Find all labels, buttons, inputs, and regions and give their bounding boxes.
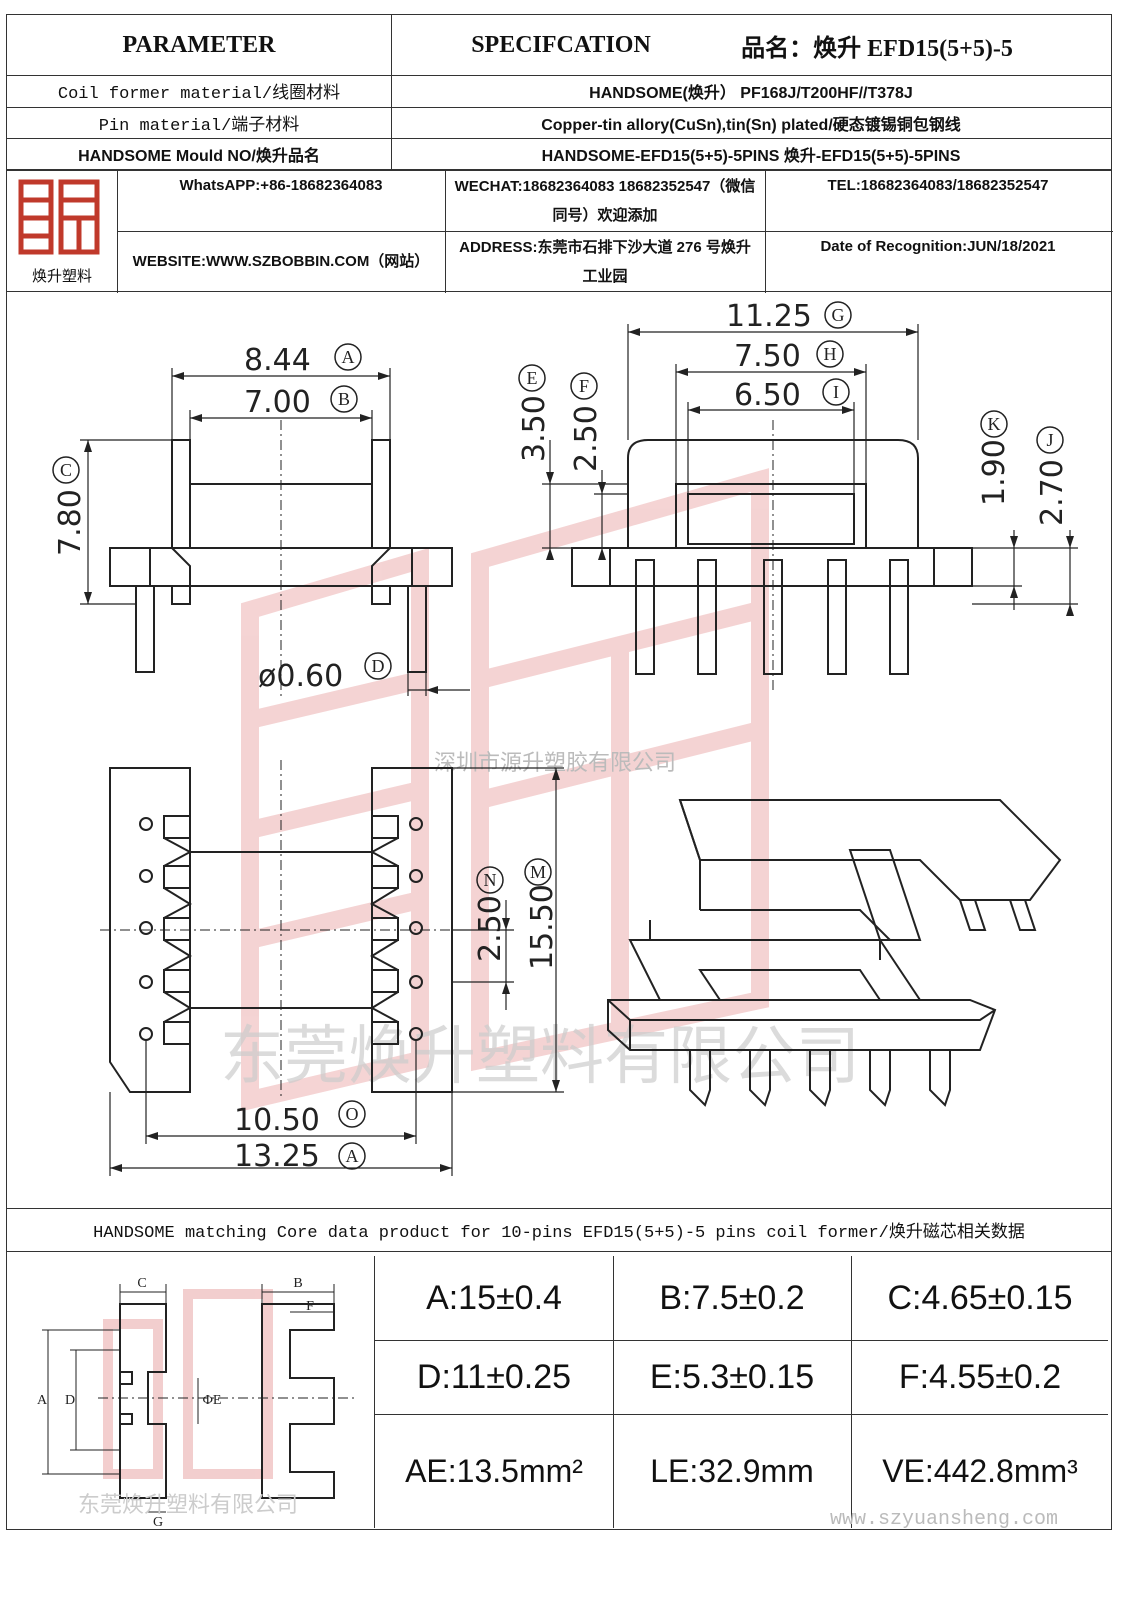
dim-a-bottom: 13.25 (234, 1139, 320, 1174)
isometric-view (607, 799, 1062, 1107)
drawing-frame (6, 292, 1112, 1208)
label-d: D (372, 656, 385, 676)
core-ve: VE:442.8mm³ (882, 1452, 1078, 1489)
core-label-a: A (37, 1393, 48, 1408)
dim-b: 7.00 (244, 385, 311, 420)
website: WEBSITE:WWW.SZBOBBIN.COM（网站） (132, 253, 430, 270)
core-a: A:15±0.4 (426, 1278, 562, 1317)
label-g: G (832, 305, 845, 325)
label-a-top: A (342, 347, 355, 367)
tel: TEL:18682364083/18682352547 (827, 176, 1049, 194)
core-label-phie: ΦE (203, 1393, 222, 1408)
top-view (100, 760, 470, 1100)
core-label-f: F (306, 1299, 314, 1314)
label-e: E (527, 368, 538, 388)
label-c: C (60, 460, 72, 480)
core-d: D:11±0.25 (416, 1357, 572, 1396)
pin-material-label: Pin material/端子材料 (98, 116, 300, 136)
dim-c: 7.80 (53, 489, 88, 556)
side-view (571, 420, 973, 690)
footer-website: www.szyuansheng.com (830, 1508, 1059, 1531)
label-i: I (833, 382, 839, 402)
core-f: F:4.55±0.2 (898, 1357, 1062, 1396)
label-o: O (346, 1104, 359, 1124)
core-sketch: C B F A D ΦE G 东莞焕升塑料有限公司 (37, 1276, 354, 1528)
technical-drawing: 深圳市源升塑胶有限公司 东莞焕升塑料有限公司 (52, 299, 1078, 1176)
core-e: E:5.3±0.15 (649, 1357, 815, 1396)
label-j: J (1046, 430, 1053, 450)
recognition-date: Date of Recognition:JUN/18/2021 (820, 237, 1056, 255)
company-logo: 焕升塑料 (7, 170, 117, 292)
watermark-large: 东莞焕升塑料有限公司 (220, 1020, 860, 1094)
label-m: M (530, 862, 546, 882)
dim-k: 1.90 (977, 439, 1012, 506)
dim-e: 3.50 (517, 395, 552, 462)
dim-n: 2.50 (473, 895, 508, 962)
header-table: PARAMETER SPECIFCATION 品名：焕升 EFD15(5+5)-… (6, 14, 1113, 293)
wechat: WECHAT:18682364083 18682352547（微信同号）欢迎添加 (454, 177, 756, 224)
address: ADDRESS:东莞市石排下沙大道 276 号焕升工业园 (459, 238, 751, 285)
core-label-c: C (137, 1276, 146, 1291)
core-label-b: B (293, 1276, 302, 1291)
core-label-d: D (65, 1393, 75, 1408)
pin-material-value: Copper-tin allory(CuSn),tin(Sn) plated/硬… (541, 116, 961, 134)
core-c: C:4.65±0.15 (887, 1278, 1073, 1317)
dim-m: 15.50 (525, 884, 560, 970)
parameter-heading: PARAMETER (122, 31, 276, 58)
coil-material-label: Coil former material/线圈材料 (57, 85, 341, 104)
core-b: B:7.5±0.2 (659, 1278, 805, 1317)
core-label-g: G (153, 1515, 163, 1528)
dim-f: 2.50 (569, 405, 604, 472)
logo-text: 焕升塑料 (31, 266, 92, 285)
whatsapp: WhatsAPP:+86-18682364083 (179, 176, 383, 194)
core-section (6, 1252, 1112, 1530)
core-ae: AE:13.5mm² (405, 1452, 583, 1489)
logo-icon (18, 179, 100, 255)
mould-no-label: HANDSOME Mould NO/焕升品名 (78, 147, 320, 165)
dim-g: 11.25 (726, 299, 812, 334)
dim-o: 10.50 (234, 1103, 320, 1138)
mould-no-value: HANDSOME-EFD15(5+5)-5PINS 焕升-EFD15(5+5)-… (541, 147, 961, 165)
coil-material-value: HANDSOME(焕升） PF168J/T200HF//T378J (589, 85, 913, 102)
dim-h: 7.50 (734, 339, 801, 374)
dim-d: ø0.60 (258, 659, 343, 694)
product-name: 品名：焕升 EFD15(5+5)-5 (741, 35, 1013, 62)
core-watermark: 东莞焕升塑料有限公司 (78, 1493, 298, 1518)
label-n: N (484, 870, 497, 890)
core-table: A:15±0.4 B:7.5±0.2 C:4.65±0.15 D:11±0.25… (374, 1256, 1108, 1528)
dim-a-top: 8.44 (244, 343, 311, 378)
dim-i: 6.50 (734, 378, 801, 413)
label-f: F (579, 376, 589, 396)
label-b: B (338, 389, 350, 409)
dim-j: 2.70 (1035, 459, 1070, 526)
label-k: K (988, 414, 1001, 434)
front-view (109, 420, 453, 700)
label-h: H (824, 344, 837, 364)
core-data-title: HANDSOME matching Core data product for … (6, 1208, 1112, 1252)
label-a-bottom: A (346, 1146, 359, 1166)
specification-heading: SPECIFCATION (471, 31, 651, 58)
core-le: LE:32.9mm (650, 1452, 814, 1489)
